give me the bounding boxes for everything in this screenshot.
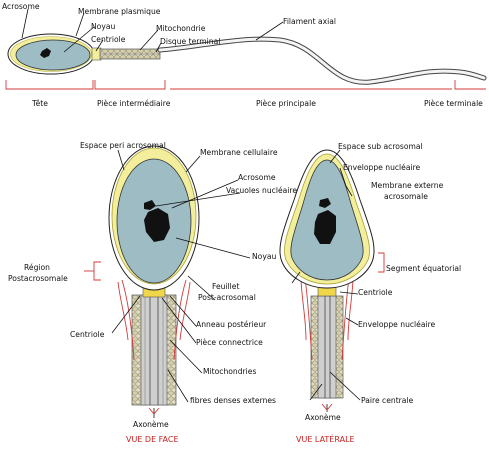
top-label-disque: Disque terminal xyxy=(160,37,220,46)
section-tete: Tête xyxy=(31,99,48,108)
top-label-mitochondrie: Mitochondrie xyxy=(156,24,206,33)
lateral-label-centriole: Centriole xyxy=(358,288,393,297)
face-label-vacuoles: Vacuoles nucléaires xyxy=(226,186,301,195)
lateral-label-membrane-ext-1: Membrane externe xyxy=(371,181,444,190)
face-label-espace-peri: Espace peri acrosomal xyxy=(80,141,166,150)
top-label-centriole: Centriole xyxy=(91,35,126,44)
top-label-acrosome: Acrosome xyxy=(2,2,40,11)
face-label-fibres: fibres denses externes xyxy=(190,396,276,405)
face-label-centriole: Centriole xyxy=(70,330,105,339)
face-label-membrane-cell: Membrane cellulaire xyxy=(200,148,278,157)
face-label-noyau: Noyau xyxy=(252,252,276,261)
lateral-label-env-nucl-1: Enveloppe nucléaire xyxy=(343,163,421,172)
face-label-feuillet-1: Feuillet xyxy=(212,282,239,291)
lateral-segment-bracket xyxy=(378,253,384,272)
face-label-piece-conn: Pièce connectrice xyxy=(196,338,263,347)
lateral-label-axoneme: Axonème xyxy=(305,413,341,422)
face-label-acrosome: Acrosome xyxy=(238,173,276,182)
lateral-label-espace-sub: Espace sub acrosomal xyxy=(338,142,423,151)
face-caption: VUE DE FACE xyxy=(126,435,179,444)
top-label-noyau: Noyau xyxy=(91,22,115,31)
face-label-axoneme: Axonème xyxy=(133,420,169,429)
top-nucleus xyxy=(16,40,90,70)
face-region-bracket xyxy=(94,262,101,280)
face-label-region-2: Postacrosomale xyxy=(8,274,68,283)
top-section-brackets xyxy=(6,80,486,89)
section-intermediaire: Pièce intermédiaire xyxy=(97,99,171,108)
lateral-label-membrane-ext-2: acrosomale xyxy=(384,192,428,201)
lateral-label-segment: Segment équatorial xyxy=(386,264,461,273)
lateral-label-env-nucl-2: Enveloppe nucléaire xyxy=(358,320,436,329)
face-view-drawing xyxy=(109,146,199,405)
top-label-membrane: Membrane plasmique xyxy=(78,7,161,16)
face-label-region-1: Région xyxy=(24,263,50,272)
section-principale: Pièce principale xyxy=(256,99,316,108)
section-terminale: Pièce terminale xyxy=(424,99,483,108)
top-label-filament: Filament axial xyxy=(283,17,336,26)
lateral-caption: VUE LATÉRALE xyxy=(296,433,355,444)
top-sperm-drawing xyxy=(8,34,484,82)
face-label-mito: Mitochondries xyxy=(203,367,256,376)
face-label-feuillet-2: Post-acrosomal xyxy=(198,293,256,302)
face-label-anneau: Anneau postérieur xyxy=(196,320,267,329)
lateral-label-paire: Paire centrale xyxy=(361,396,414,405)
